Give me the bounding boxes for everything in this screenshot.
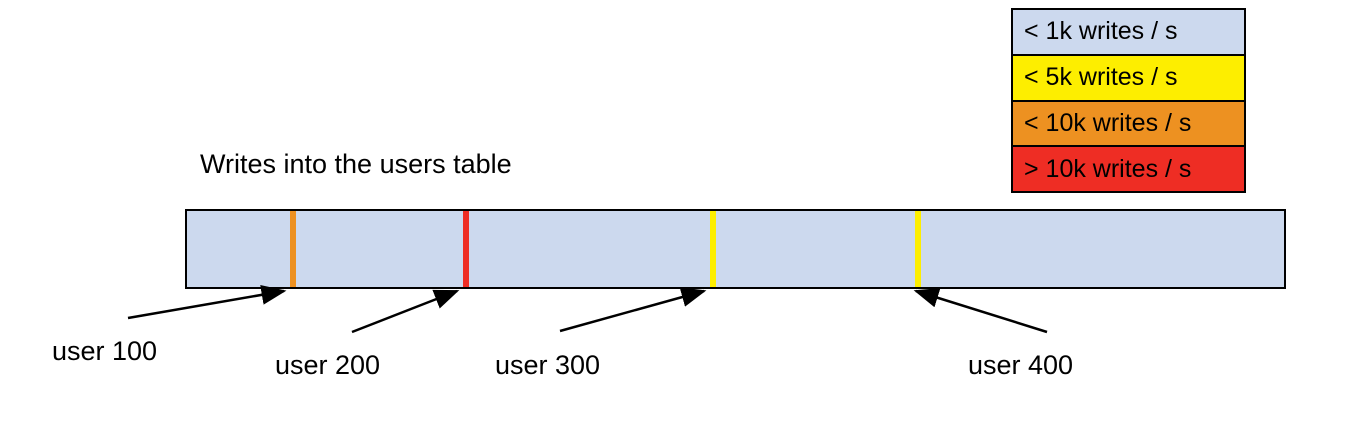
legend-item-lt-10k: < 10k writes / s [1013,101,1244,148]
user-300-boundary-stripe [710,211,716,287]
user-100-boundary-stripe [290,211,296,287]
user-400-boundary-stripe [915,211,921,287]
arrow-user-100 [127,284,287,320]
legend-item-label: < 10k writes / s [1024,108,1192,137]
legend-item-lt-5k: < 5k writes / s [1013,55,1244,102]
legend-item-label: < 5k writes / s [1024,63,1178,92]
callout-label-user-300: user 300 [495,350,601,380]
legend-item-gt-10k: > 10k writes / s [1013,147,1244,191]
legend-item-label: > 10k writes / s [1024,154,1192,183]
callout-label-user-200: user 200 [275,350,381,380]
users-table-bar [185,209,1286,289]
arrow-user-300 [559,287,707,333]
chart-title: Writes into the users table [200,149,512,179]
legend-item-label: < 1k writes / s [1024,17,1178,46]
user-200-boundary-stripe [463,211,469,287]
callout-label-user-100: user 100 [52,336,158,366]
arrow-user-200 [351,289,460,334]
callout-label-user-400: user 400 [968,350,1074,380]
legend: < 1k writes / s < 5k writes / s < 10k wr… [1011,8,1246,193]
arrow-user-400 [913,288,1048,334]
legend-item-lt-1k: < 1k writes / s [1013,10,1244,56]
